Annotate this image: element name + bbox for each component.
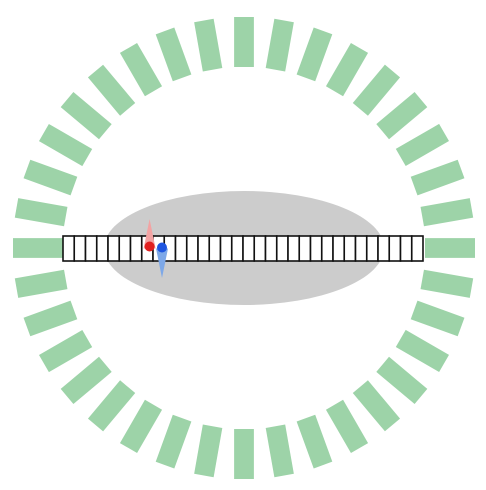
ring-segment: [60, 356, 112, 405]
grid-cell: [107, 235, 121, 262]
ring-segment: [87, 64, 136, 116]
ring-segment: [425, 238, 475, 258]
red-particle: [143, 219, 156, 252]
ring-segment: [39, 123, 93, 167]
grid-cell: [242, 235, 256, 262]
grid-cell: [298, 235, 312, 262]
ring-segment: [325, 399, 369, 453]
detector-ring: [13, 17, 475, 479]
grid-cell: [388, 235, 402, 262]
ring-segment: [119, 43, 163, 97]
grid-cell: [95, 235, 109, 262]
grid-cell: [354, 235, 368, 262]
ring-segment: [14, 269, 68, 298]
grid-cell: [185, 235, 199, 262]
ring-segment: [410, 159, 465, 196]
red-particle-dot: [144, 241, 155, 252]
ring-segment: [155, 27, 192, 82]
ring-segment: [420, 269, 474, 298]
grid-cell: [264, 235, 278, 262]
red-particle-arrow: [143, 219, 156, 249]
grid-cell: [332, 235, 346, 262]
ring-segment: [194, 424, 223, 478]
ring-segment: [376, 91, 428, 140]
ring-segment: [23, 159, 78, 196]
ring-segment: [234, 429, 254, 479]
ring-segment: [352, 380, 401, 432]
ring-segment: [395, 123, 449, 167]
cell-strip: [62, 235, 424, 262]
grid-cell: [320, 235, 334, 262]
grid-cell: [62, 235, 76, 262]
ring-segment: [155, 414, 192, 469]
grid-cell: [84, 235, 98, 262]
ring-segment: [352, 64, 401, 116]
ring-segment: [325, 43, 369, 97]
grid-cell: [275, 235, 289, 262]
grid-cell: [118, 235, 132, 262]
ring-segment: [194, 18, 223, 72]
grid-cell: [410, 235, 424, 262]
grid-cell: [219, 235, 233, 262]
grid-cell: [343, 235, 357, 262]
ring-segment: [39, 329, 93, 373]
ring-segment: [119, 399, 163, 453]
ring-segment: [376, 356, 428, 405]
ring-segment: [23, 300, 78, 337]
grid-cell: [73, 235, 87, 262]
ring-segment: [234, 17, 254, 67]
ring-segment: [265, 18, 294, 72]
grid-cell: [208, 235, 222, 262]
ring-segment: [296, 414, 333, 469]
ring-segment: [410, 300, 465, 337]
blue-particle-dot: [157, 242, 167, 253]
ring-segment: [87, 380, 136, 432]
blue-particle: [156, 242, 168, 278]
ring-segment: [60, 91, 112, 140]
grid-cell: [365, 235, 379, 262]
grid-cell: [377, 235, 391, 262]
grid-cell: [230, 235, 244, 262]
grid-cell: [309, 235, 323, 262]
blue-particle-arrow: [156, 248, 168, 278]
grid-cell: [287, 235, 301, 262]
grid-cell: [399, 235, 413, 262]
grid-cell: [197, 235, 211, 262]
grid-cell: [253, 235, 267, 262]
ring-segment: [395, 329, 449, 373]
ring-segment: [296, 27, 333, 82]
grid-cell: [129, 235, 143, 262]
ring-segment: [14, 198, 68, 227]
ring-segment: [13, 238, 63, 258]
ring-segment: [265, 424, 294, 478]
ring-segment: [420, 198, 474, 227]
grid-cell: [174, 235, 188, 262]
